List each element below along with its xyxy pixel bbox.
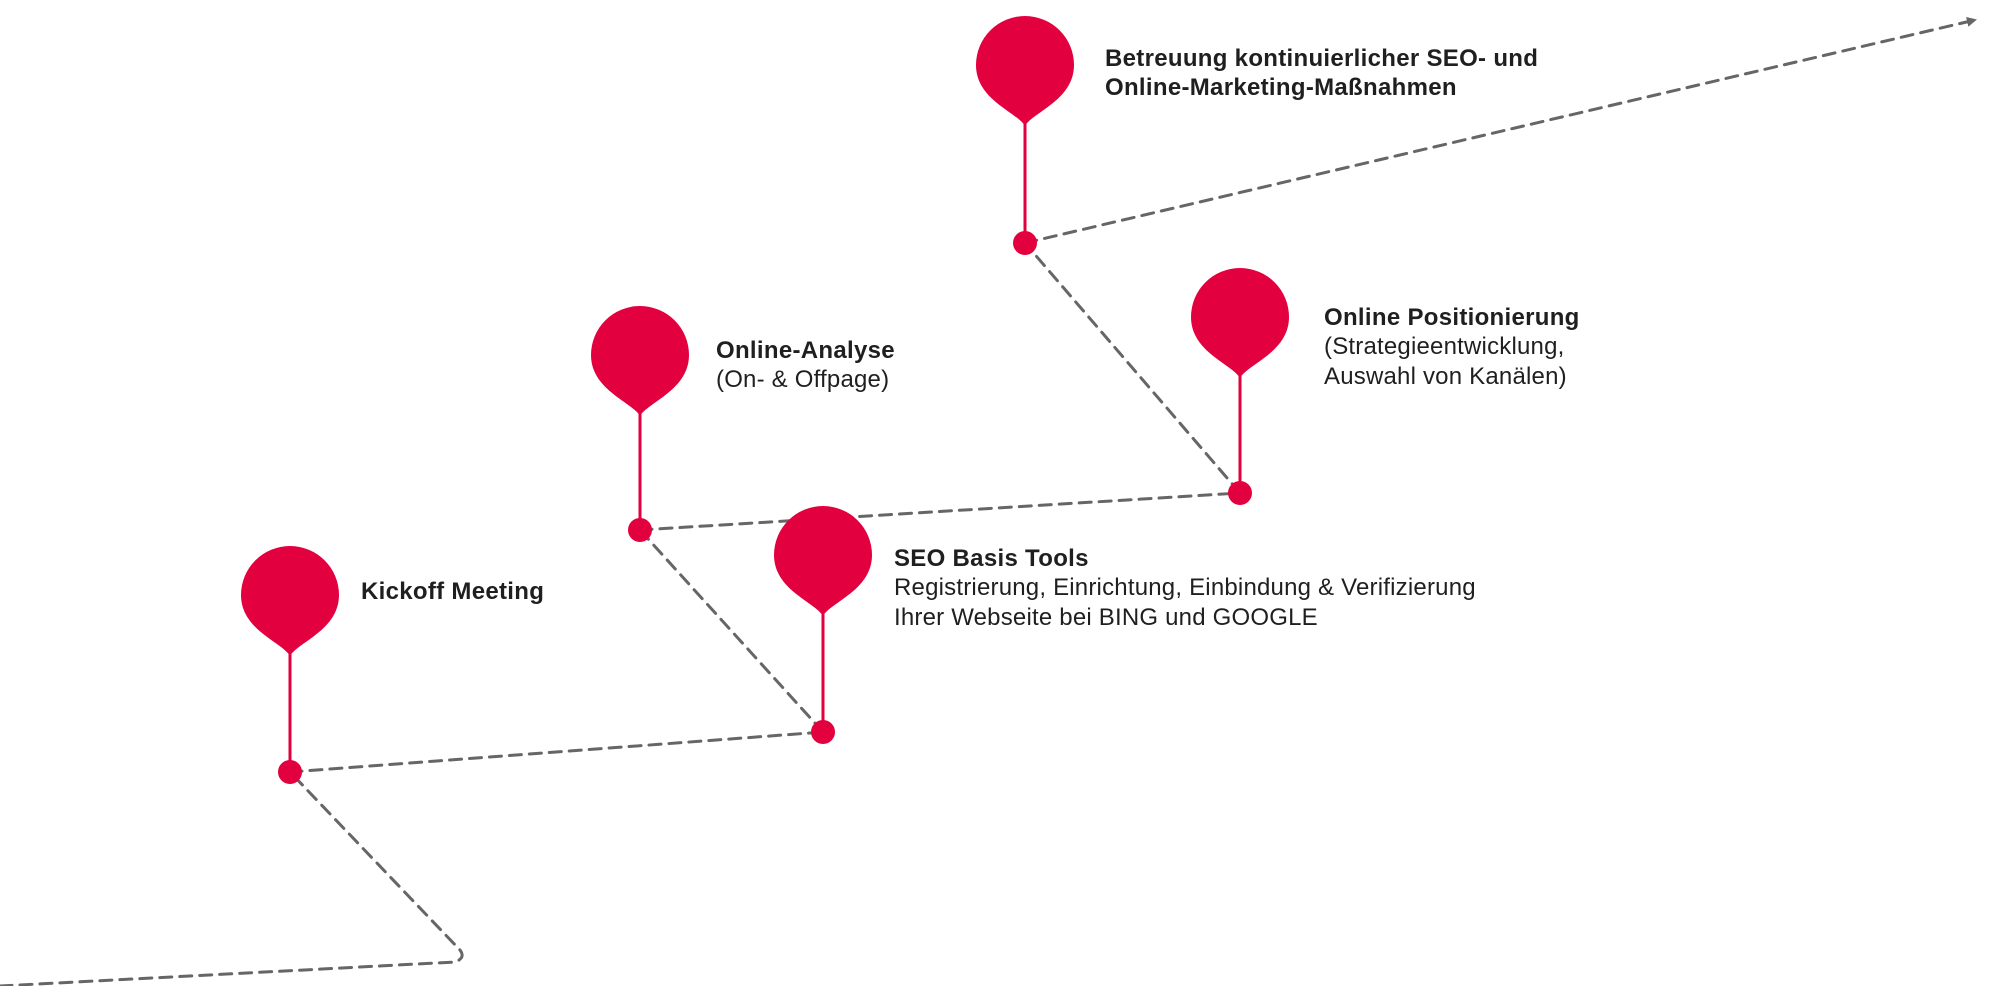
- pin-analyse: [591, 306, 689, 542]
- milestone-description: Registrierung, Einrichtung, Einbindung &…: [894, 574, 1476, 602]
- pin-positionierung: [1191, 268, 1289, 505]
- pin-kickoff: [241, 546, 339, 784]
- pin-dot: [811, 720, 835, 744]
- milestone-description: (On- & Offpage): [716, 366, 890, 394]
- milestone-title: Online-Analyse: [716, 337, 895, 364]
- pin-dot: [278, 760, 302, 784]
- milestone-label-seo: SEO Basis Tools Registrierung, Einrichtu…: [894, 544, 1476, 632]
- path-segment-positionierung-to-betreuung: [1023, 241, 1242, 495]
- pin-balloon: [591, 306, 689, 416]
- path-segment-betreuung-to-arrow: [1023, 16, 1977, 245]
- milestone-title: Betreuung kontinuierlicher SEO- und: [1105, 45, 1539, 72]
- path-segment-analyse-to-positionierung: [638, 491, 1242, 532]
- milestone-title: Kickoff Meeting: [361, 578, 545, 605]
- timeline-path: [0, 16, 1977, 986]
- pin-balloon: [1191, 268, 1289, 378]
- milestone-label-analyse: Online-Analyse (On- & Offpage): [716, 336, 895, 395]
- milestone-title-line-2: Online-Marketing-Maßnahmen: [1105, 74, 1457, 102]
- pin-balloon: [976, 16, 1074, 126]
- milestone-title: Online Positionierung: [1324, 304, 1580, 331]
- pin-dot: [1013, 231, 1037, 255]
- path-segment-seo-to-analyse: [638, 528, 825, 734]
- milestone-title: SEO Basis Tools: [894, 545, 1089, 572]
- milestone-label-positionierung: Online Positionierung (Strategieentwickl…: [1324, 303, 1580, 391]
- pin-balloon: [774, 506, 872, 616]
- path-segment-start: [0, 770, 464, 986]
- milestone-label-betreuung: Betreuung kontinuierlicher SEO- und Onli…: [1105, 44, 1538, 103]
- pin-betreuung: [976, 16, 1074, 255]
- milestone-description: Ihrer Webseite bei BING und GOOGLE: [894, 603, 1318, 631]
- milestone-description: Auswahl von Kanälen): [1324, 362, 1567, 390]
- milestone-description: (Strategieentwicklung,: [1324, 333, 1565, 361]
- pin-seo: [774, 506, 872, 744]
- pin-dot: [628, 518, 652, 542]
- pin-dot: [1228, 481, 1252, 505]
- path-segment-kickoff-to-seo: [288, 730, 825, 774]
- milestone-label-kickoff: Kickoff Meeting: [361, 577, 544, 606]
- pin-balloon: [241, 546, 339, 656]
